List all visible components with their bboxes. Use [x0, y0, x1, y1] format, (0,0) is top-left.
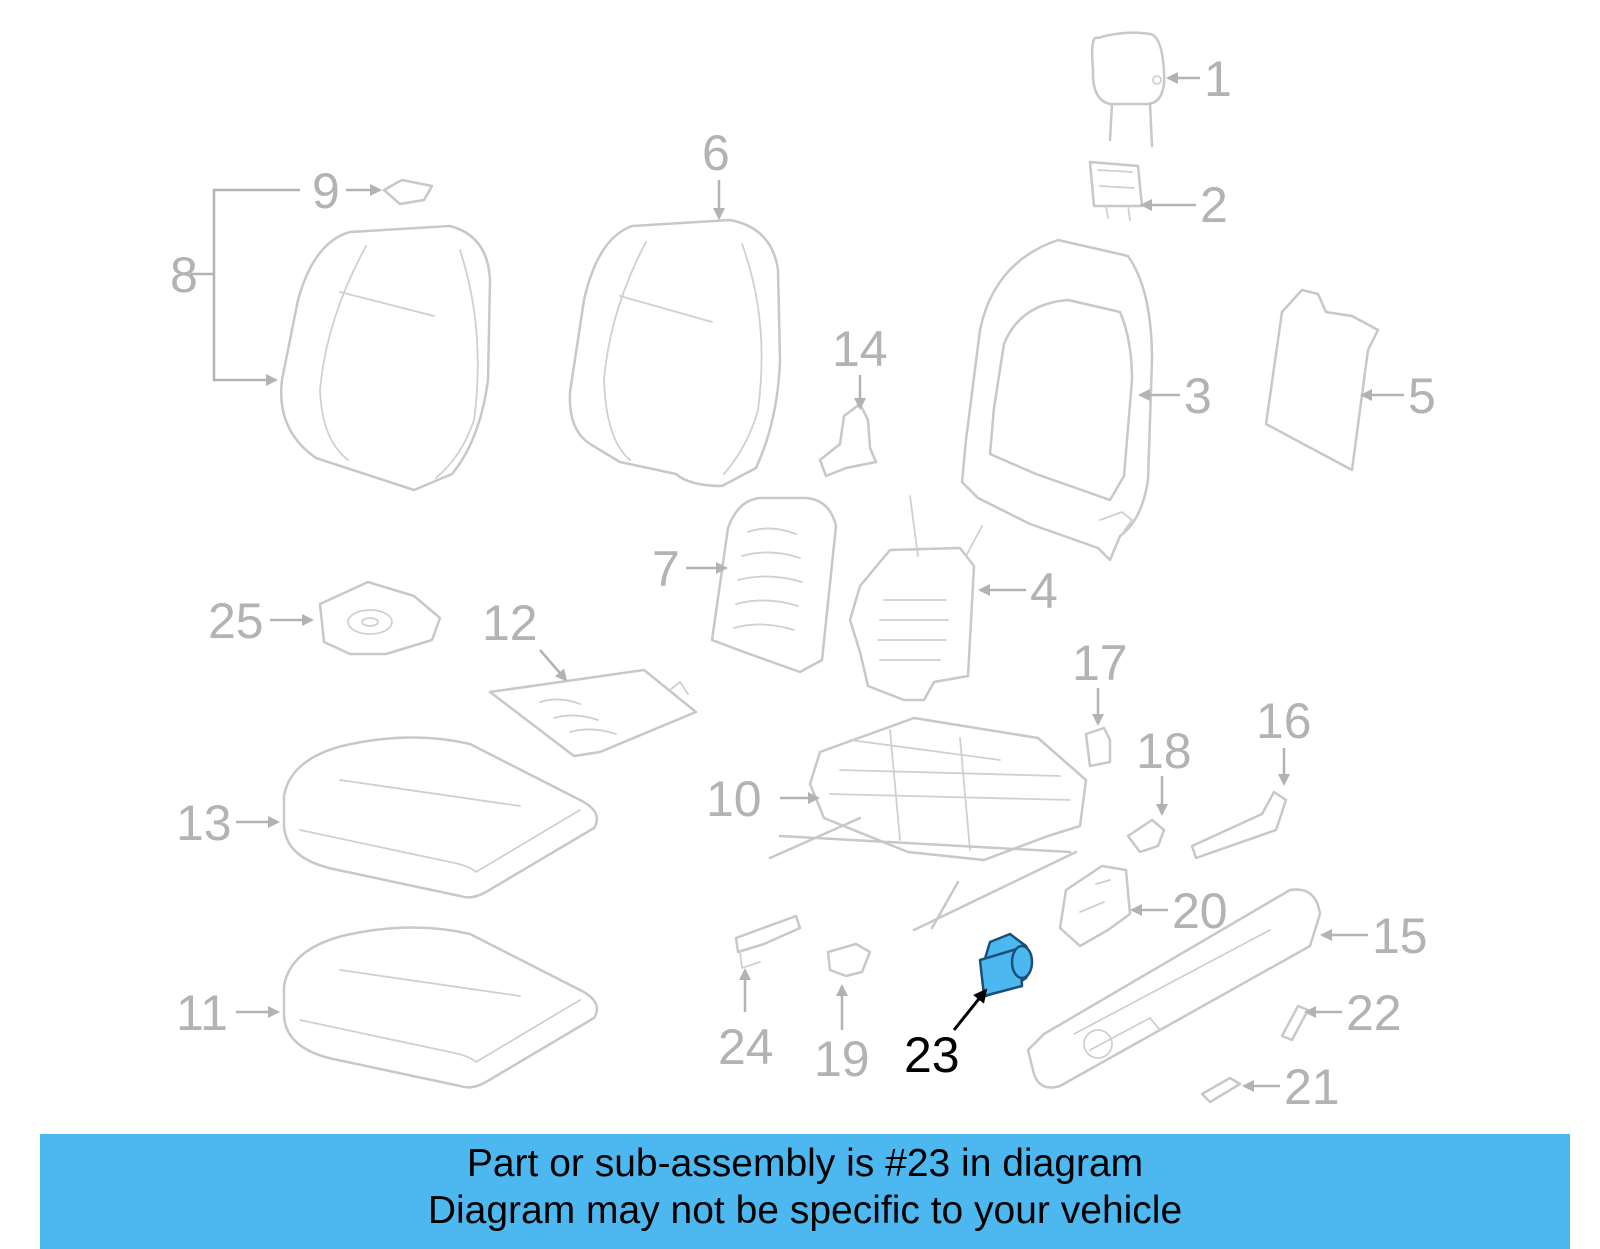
callout-numbers: 1 2 3 4 5 6 7 8 9 10 11 12 13 14 15 16 1…: [170, 51, 1436, 1115]
part-2-guide: [1088, 160, 1144, 221]
callout-7: 7: [652, 541, 680, 597]
callout-20: 20: [1172, 883, 1228, 939]
callout-13: 13: [176, 795, 232, 851]
part-20-switch: [1058, 864, 1132, 948]
banner-line-2: Diagram may not be specific to your vehi…: [427, 1189, 1183, 1232]
part-5-back-panel: [1264, 288, 1380, 472]
part-17-clip: [1084, 726, 1112, 768]
callout-9: 9: [312, 163, 340, 219]
part-7-seatback-pad: [710, 496, 838, 674]
part-18-cap: [1126, 818, 1166, 854]
callout-5: 5: [1408, 368, 1436, 424]
part-3-seatback-frame: [960, 238, 1154, 562]
part-14-bracket: [818, 402, 878, 478]
part-19-cover: [826, 942, 872, 978]
part-23-highlighted: [978, 932, 1034, 998]
part-1-headrest: [1090, 31, 1166, 148]
callout-18: 18: [1136, 723, 1192, 779]
part-25-speaker: [318, 580, 442, 656]
part-6-seatback-cover: [568, 218, 782, 488]
part-16-rod: [1190, 790, 1288, 860]
callout-21: 21: [1284, 1059, 1340, 1115]
callout-22: 22: [1346, 985, 1402, 1041]
part-9-clip: [382, 178, 434, 206]
part-10-seat-frame: [768, 716, 1088, 932]
part-15-side-shield: [1026, 888, 1322, 1089]
callout-6: 6: [702, 125, 730, 181]
callout-12: 12: [482, 595, 538, 651]
callout-24: 24: [718, 1019, 774, 1075]
part-24-trim: [734, 914, 802, 969]
part-8-seatback-assy: [280, 224, 492, 492]
part-11-seat-cushion-pad: [282, 926, 599, 1089]
leader-lines: [190, 72, 1404, 1092]
callout-1: 1: [1204, 51, 1232, 107]
callout-8: 8: [170, 247, 198, 303]
callout-10: 10: [706, 771, 762, 827]
callout-17: 17: [1072, 635, 1128, 691]
part-13-seat-cushion-cover: [282, 736, 599, 899]
callout-23: 23: [904, 1027, 960, 1083]
callout-14: 14: [832, 321, 888, 377]
callout-16: 16: [1256, 693, 1312, 749]
callout-2: 2: [1200, 177, 1228, 233]
callout-25: 25: [208, 593, 264, 649]
callout-3: 3: [1184, 368, 1212, 424]
banner-line-1: Part or sub-assembly is #23 in diagram: [466, 1142, 1144, 1185]
part-21-knob: [1200, 1076, 1242, 1104]
part-4-lumbar: [848, 495, 983, 702]
part-12-heater-mat: [488, 668, 698, 758]
callout-19: 19: [814, 1031, 870, 1087]
callout-11: 11: [176, 985, 228, 1041]
info-banner: Part or sub-assembly is #23 in diagram D…: [40, 1134, 1570, 1249]
callout-4: 4: [1030, 563, 1058, 619]
part-22-knob: [1280, 1004, 1310, 1042]
callout-15: 15: [1372, 908, 1428, 964]
